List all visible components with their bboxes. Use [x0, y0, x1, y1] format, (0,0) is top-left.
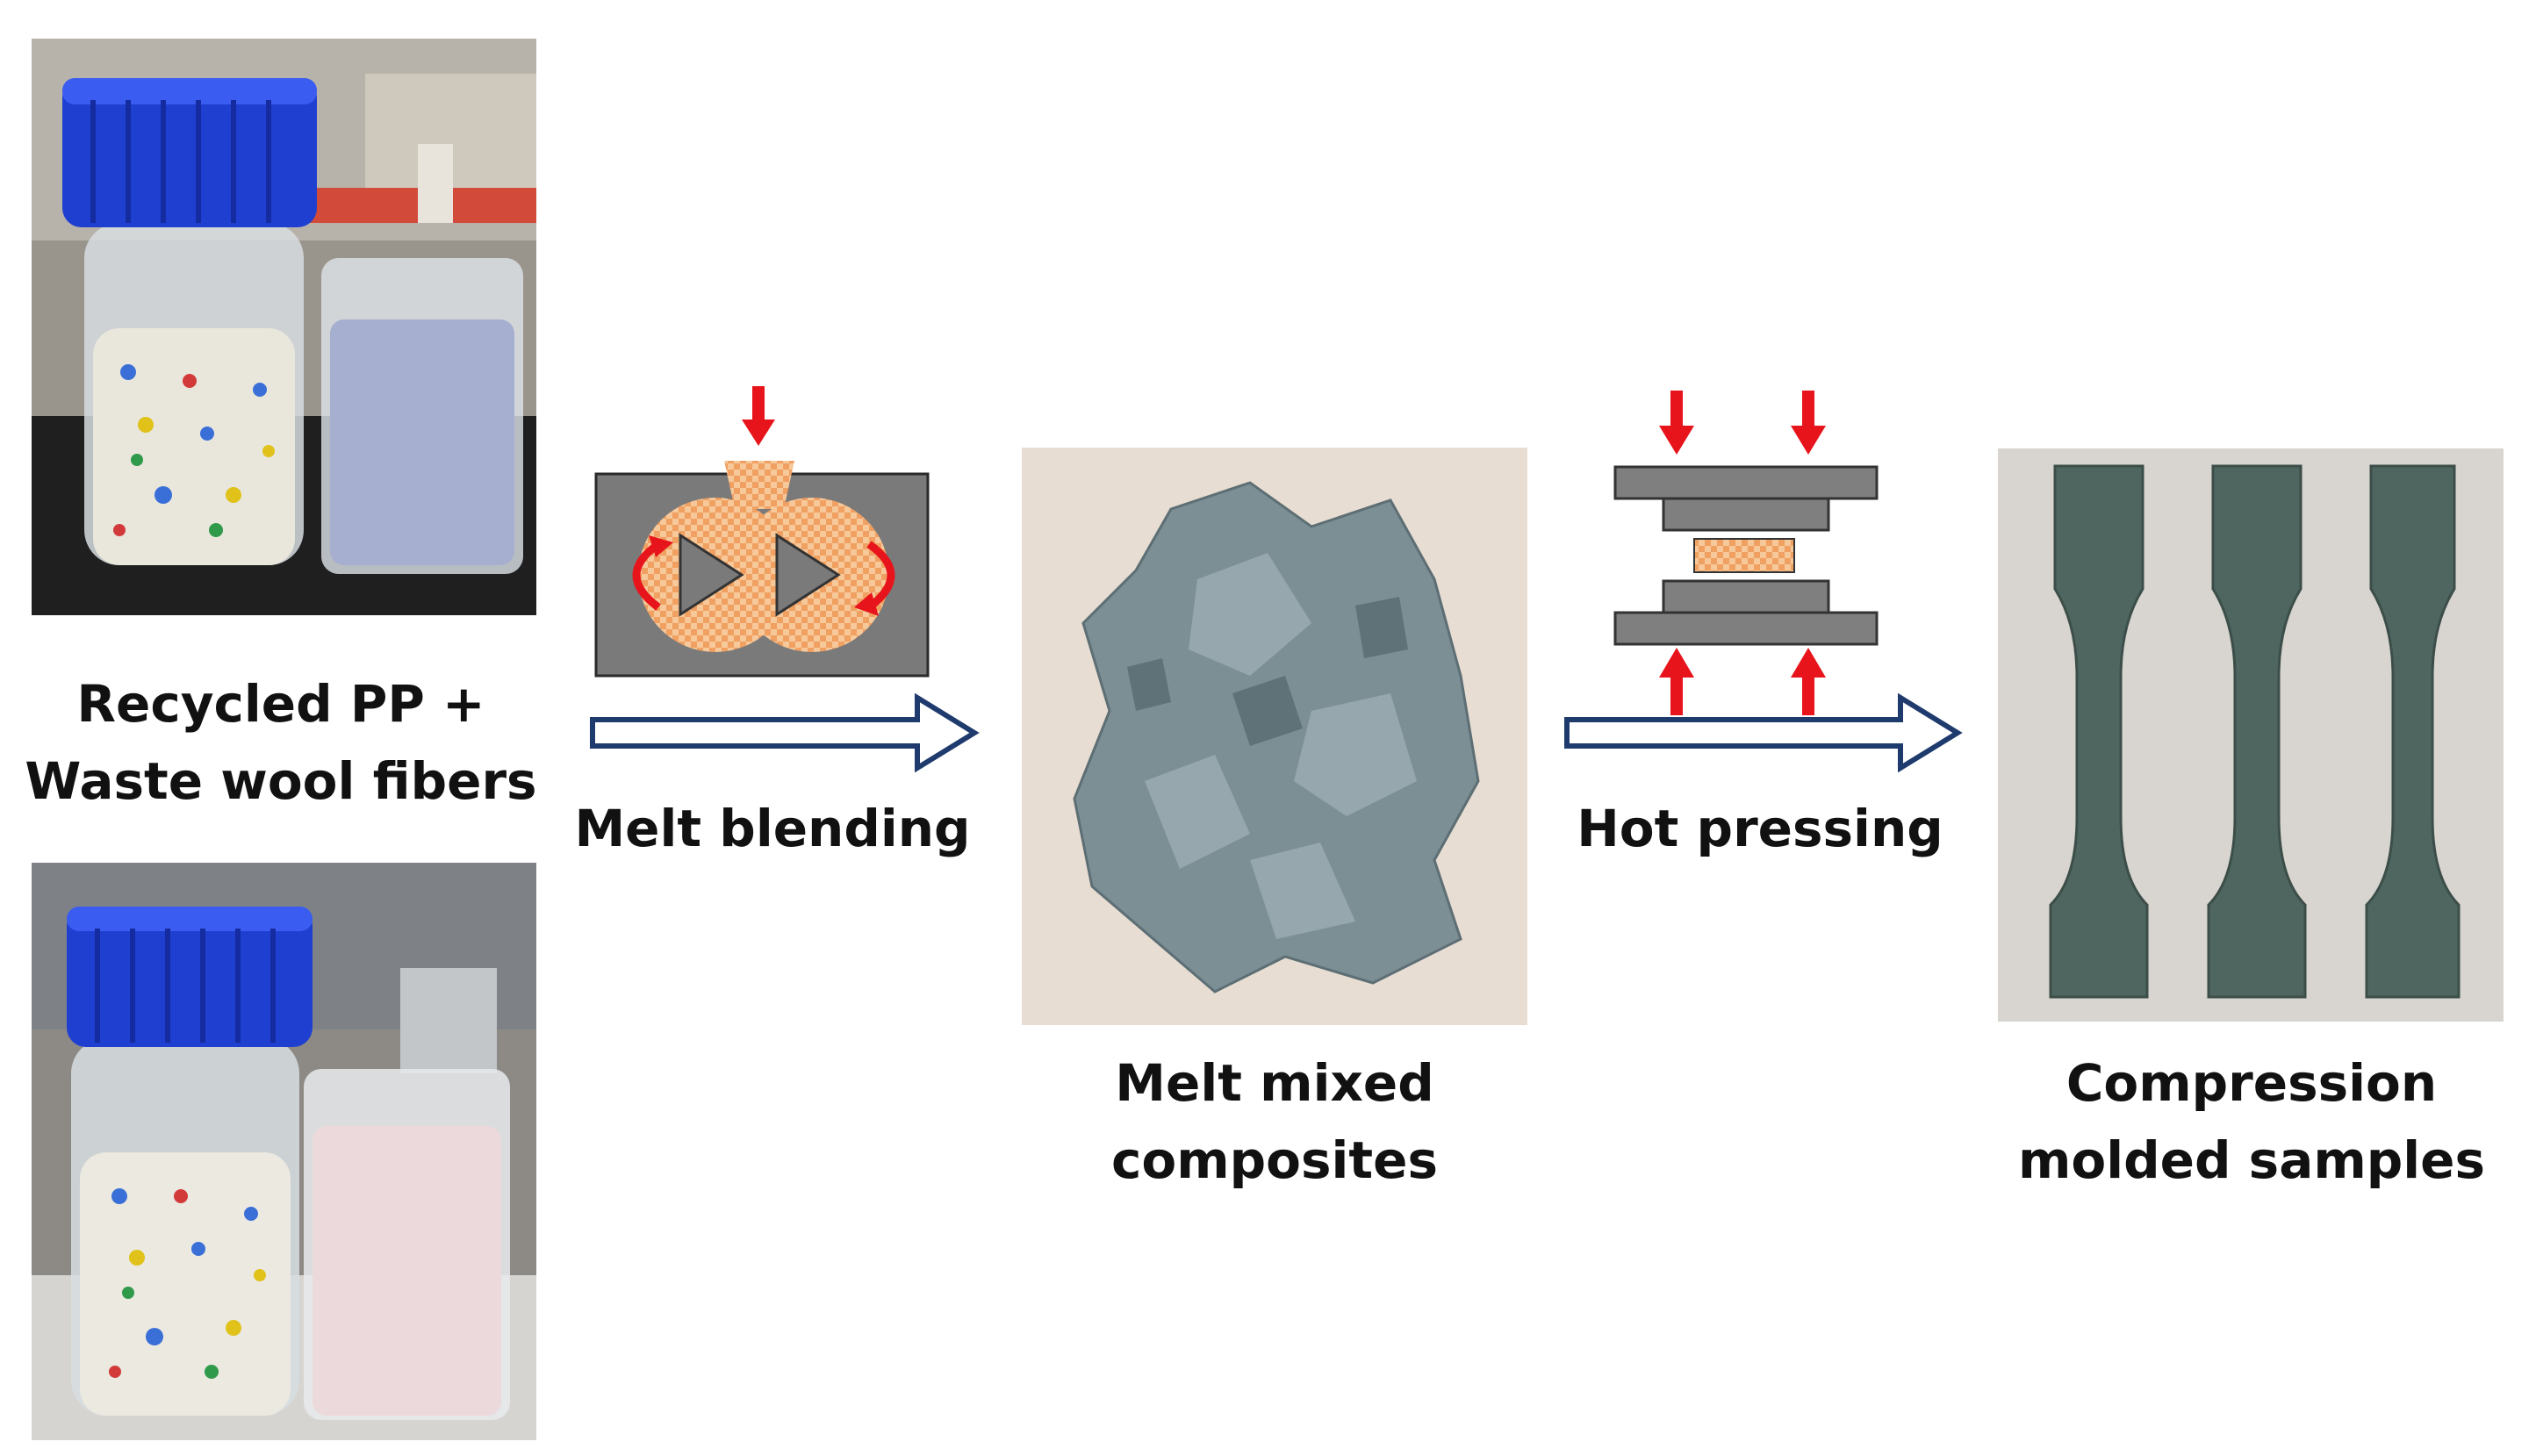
label-compression-line1: Compression	[2065, 1053, 2438, 1113]
hot-press-icon	[1606, 386, 1887, 720]
label-raw-material-line2: Waste wool fibers	[25, 751, 537, 811]
outline-right-arrow-icon	[1563, 692, 1966, 773]
photo-recycled-pp-blue-wool	[32, 39, 536, 615]
twin-screw-extruder-icon	[593, 377, 935, 685]
label-raw-material-line1: Recycled PP +	[76, 674, 485, 734]
photo-melt-mixed-composites	[1022, 448, 1527, 1025]
outline-right-arrow-icon	[588, 692, 983, 773]
label-compression-line2: molded samples	[2017, 1130, 2486, 1190]
label-melt-blending: Melt blending	[574, 799, 971, 858]
red-down-arrow-icon	[1659, 391, 1826, 455]
label-melt-mixed-line2: composites	[1110, 1130, 1438, 1190]
photo-compression-molded-samples	[1998, 448, 2504, 1022]
label-melt-mixed-line1: Melt mixed	[1115, 1053, 1434, 1113]
red-up-arrow-icon	[1659, 648, 1826, 715]
photo-recycled-pp-pink-wool	[32, 863, 536, 1440]
red-down-arrow-icon	[742, 386, 775, 446]
label-hot-pressing: Hot pressing	[1577, 799, 1943, 858]
